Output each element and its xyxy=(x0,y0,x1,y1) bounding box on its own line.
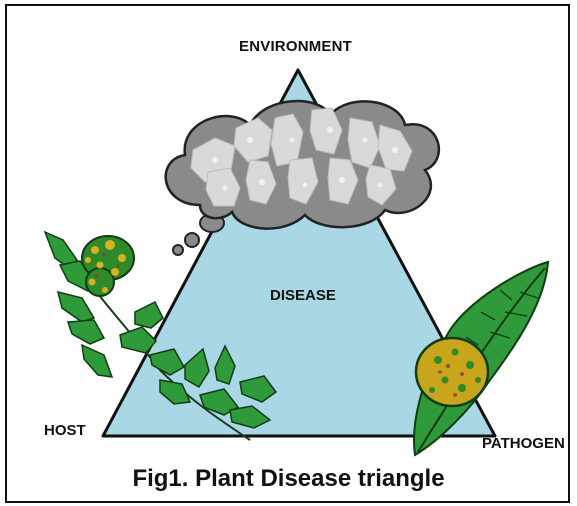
pathogen-lesion xyxy=(416,338,488,406)
environment-label: ENVIRONMENT xyxy=(239,38,352,55)
figure-caption: Fig1. Plant Disease triangle xyxy=(0,465,577,493)
host-label: HOST xyxy=(44,422,86,439)
host-lesion xyxy=(82,236,134,296)
pathogen-label: PATHOGEN xyxy=(482,435,565,452)
disease-label: DISEASE xyxy=(270,287,336,304)
